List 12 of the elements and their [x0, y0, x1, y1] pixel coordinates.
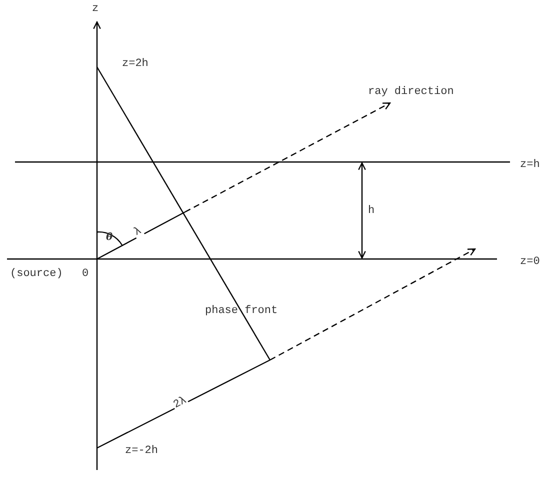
source-label: (source) — [10, 268, 63, 281]
level-label: z=-2h — [125, 445, 158, 458]
phase-front-label: phase front — [205, 305, 278, 318]
axis-label: z — [92, 3, 99, 16]
ray-label: ray direction — [368, 86, 454, 99]
dimension-label: h — [368, 205, 375, 218]
level-label: z=2h — [122, 58, 148, 71]
level-label: z=h — [520, 159, 540, 172]
level-label: z=0 — [520, 256, 540, 269]
angle-label: θ — [106, 231, 113, 244]
origin-label: 0 — [82, 268, 89, 281]
wavelength-label: λ — [131, 224, 146, 240]
